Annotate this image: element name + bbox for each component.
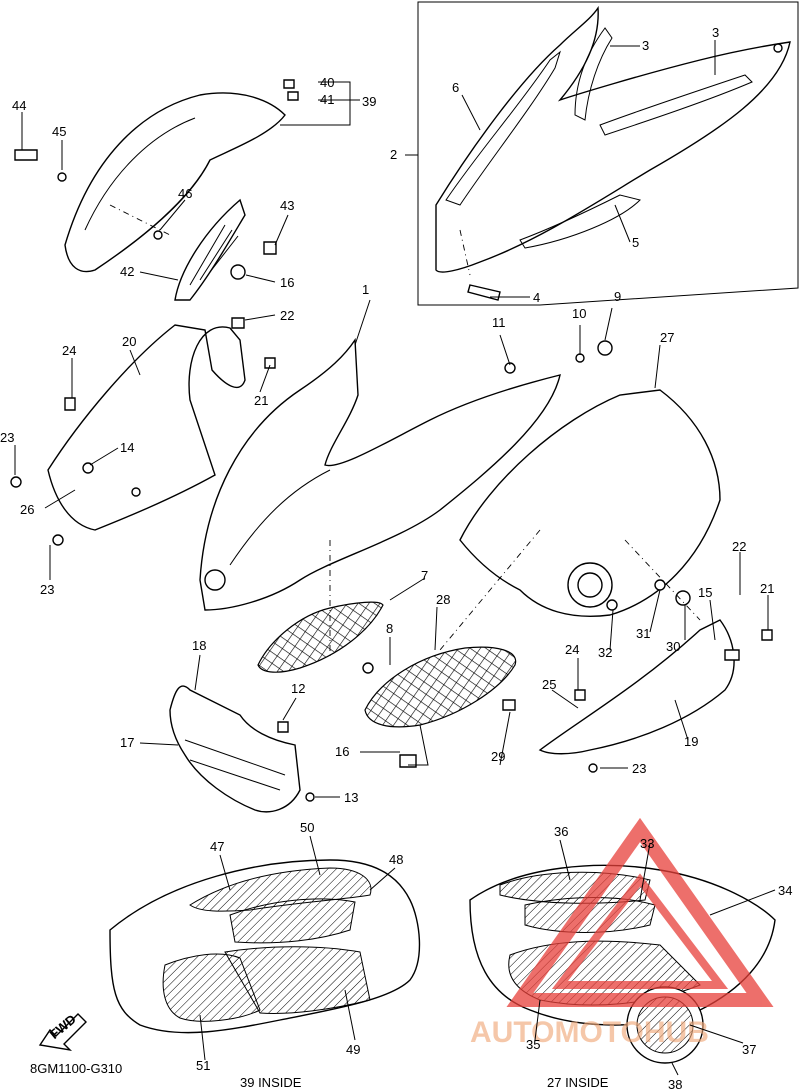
lower-front-cover bbox=[169, 685, 315, 813]
callout-50: 50 bbox=[300, 820, 314, 835]
callout-21a: 21 bbox=[254, 393, 268, 408]
callout-24a: 24 bbox=[62, 343, 76, 358]
callout-16a: 16 bbox=[280, 275, 294, 290]
callout-17: 17 bbox=[120, 735, 134, 750]
callout-36: 36 bbox=[554, 824, 568, 839]
callout-42: 42 bbox=[120, 264, 134, 279]
callout-13: 13 bbox=[344, 790, 358, 805]
inner-panel bbox=[459, 389, 721, 617]
callout-14: 14 bbox=[120, 440, 134, 455]
callout-28: 28 bbox=[436, 592, 450, 607]
callout-45: 45 bbox=[52, 124, 66, 139]
callout-40: 40 bbox=[320, 75, 334, 90]
callout-22a: 22 bbox=[280, 308, 294, 323]
inside-caption-right: 27 INSIDE bbox=[547, 1075, 609, 1090]
callout-29: 29 bbox=[491, 749, 505, 764]
callout-4: 4 bbox=[533, 290, 540, 305]
callout-43: 43 bbox=[280, 198, 294, 213]
callout-38: 38 bbox=[668, 1077, 682, 1091]
callout-46: 46 bbox=[178, 186, 192, 201]
callout-6: 6 bbox=[452, 80, 459, 95]
callout-21b: 21 bbox=[760, 581, 774, 596]
callout-22b: 22 bbox=[732, 539, 746, 554]
callout-35: 35 bbox=[526, 1037, 540, 1052]
callout-19: 19 bbox=[684, 734, 698, 749]
callout-3b: 3 bbox=[712, 25, 719, 40]
watermark-text: AUTOMOTOHUB bbox=[470, 1016, 709, 1049]
callout-44: 44 bbox=[12, 98, 26, 113]
callout-8: 8 bbox=[386, 621, 393, 636]
callout-23a: 23 bbox=[0, 430, 14, 445]
front-cowl-assembly bbox=[14, 79, 299, 301]
diagram-code: 8GM1100-G310 bbox=[30, 1061, 122, 1076]
callout-9: 9 bbox=[614, 289, 621, 304]
grilles bbox=[257, 601, 517, 768]
callout-3a: 3 bbox=[642, 38, 649, 53]
fwd-arrow-icon: FWD bbox=[38, 1011, 87, 1052]
callout-11: 11 bbox=[492, 315, 506, 330]
callout-26: 26 bbox=[20, 502, 34, 517]
callout-23b: 23 bbox=[40, 582, 54, 597]
main-side-cover bbox=[199, 337, 613, 611]
callout-12: 12 bbox=[291, 681, 305, 696]
callout-2: 2 bbox=[390, 147, 397, 162]
callout-23c: 23 bbox=[632, 761, 646, 776]
callout-33: 33 bbox=[640, 836, 654, 851]
callout-37: 37 bbox=[742, 1042, 756, 1057]
callout-34: 34 bbox=[778, 883, 792, 898]
rear-side-piece bbox=[538, 619, 773, 773]
callout-24b: 24 bbox=[565, 642, 579, 657]
inside-caption-left: 39 INSIDE bbox=[240, 1075, 302, 1090]
callout-5: 5 bbox=[632, 235, 639, 250]
watermark-logo: AUTOMOTOHUB bbox=[470, 817, 774, 1049]
callout-41: 41 bbox=[320, 92, 334, 107]
callout-10: 10 bbox=[572, 306, 586, 321]
callout-20: 20 bbox=[122, 334, 136, 349]
callout-49: 49 bbox=[346, 1042, 360, 1057]
callout-47: 47 bbox=[210, 839, 224, 854]
callout-7: 7 bbox=[421, 568, 428, 583]
callout-32: 32 bbox=[598, 645, 612, 660]
callout-15: 15 bbox=[698, 585, 712, 600]
callout-48: 48 bbox=[389, 852, 403, 867]
callout-30: 30 bbox=[666, 639, 680, 654]
callout-18: 18 bbox=[192, 638, 206, 653]
callout-51: 51 bbox=[196, 1058, 210, 1073]
callout-leaders bbox=[14, 40, 776, 1076]
callout-39: 39 bbox=[362, 94, 376, 109]
callout-31: 31 bbox=[636, 626, 650, 641]
decal-set-frame bbox=[417, 1, 799, 306]
callout-25: 25 bbox=[542, 677, 556, 692]
callout-1: 1 bbox=[362, 282, 369, 297]
side-cover-left bbox=[10, 317, 276, 546]
inside-view-39 bbox=[109, 859, 421, 1034]
callout-16b: 16 bbox=[335, 744, 349, 759]
callout-labels: 1 2 3 3 4 5 6 7 8 9 10 11 12 13 14 15 16… bbox=[0, 25, 792, 1091]
callout-27: 27 bbox=[660, 330, 674, 345]
